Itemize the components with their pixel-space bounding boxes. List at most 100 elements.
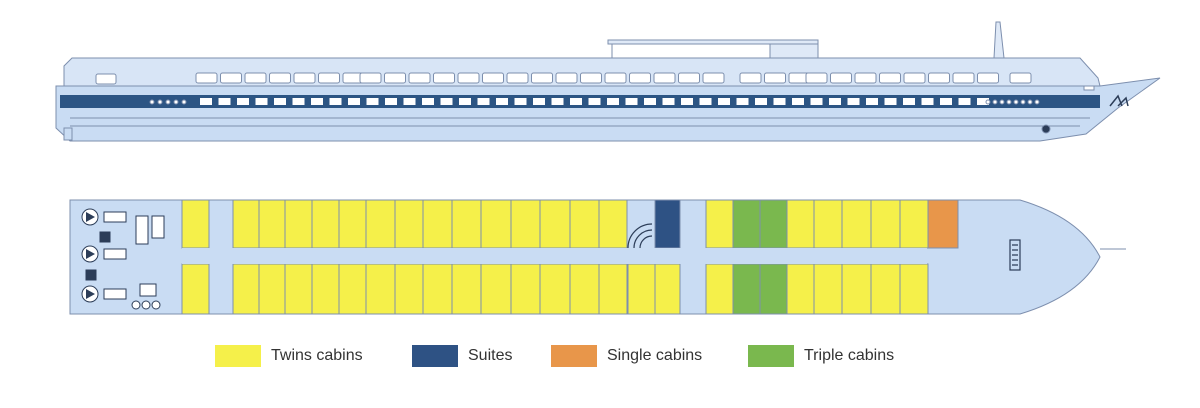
bow-logo-icon — [1109, 94, 1129, 107]
cabin-twins — [510, 263, 541, 315]
lower-window — [551, 98, 564, 105]
side-window — [359, 72, 382, 84]
cabin-twins — [569, 263, 600, 315]
legend-swatch-suites — [412, 345, 458, 367]
cabin-twins — [539, 199, 571, 249]
lower-window — [607, 98, 619, 105]
bow-staircase-icon — [1009, 239, 1021, 271]
legend-item-suites: Suites — [412, 343, 512, 369]
lower-window — [736, 98, 749, 105]
anchor-icon — [1041, 124, 1051, 134]
cabin-twins — [338, 199, 367, 249]
side-window — [457, 72, 480, 84]
stern-machinery — [81, 208, 165, 310]
engine-block — [99, 231, 111, 243]
cabin-twins — [232, 199, 260, 249]
lower-window — [459, 98, 471, 105]
side-window — [629, 72, 651, 84]
side-window — [977, 72, 999, 84]
side-window — [928, 72, 950, 84]
side-window — [854, 72, 877, 84]
cabin-triple — [759, 263, 788, 315]
lower-window — [644, 98, 656, 105]
porthole — [165, 99, 171, 105]
cabin-twins — [841, 199, 872, 249]
legend-swatch-single — [551, 345, 597, 367]
legend-item-single: Single cabins — [551, 343, 702, 369]
cabin-twins — [480, 263, 512, 315]
lower-window — [903, 98, 915, 105]
lower-window — [422, 98, 434, 105]
cabin-twins — [284, 199, 313, 249]
cabin-twins — [627, 263, 656, 315]
lower-window — [940, 98, 952, 105]
side-window — [531, 72, 553, 84]
side-window — [408, 72, 431, 84]
lower-window — [385, 98, 397, 105]
lower-window — [329, 98, 342, 105]
cabin-twins — [258, 263, 286, 315]
lower-window — [440, 98, 453, 105]
cabin-twins — [705, 199, 734, 249]
side-window — [879, 72, 901, 84]
legend-swatch-triple — [748, 345, 794, 367]
cabin-twins — [654, 263, 681, 315]
lower-window — [625, 98, 638, 105]
rudder — [63, 127, 73, 141]
lower-window — [773, 98, 786, 105]
cabin-twins — [311, 199, 340, 249]
cabin-triple — [759, 199, 788, 249]
lower-window — [366, 98, 379, 105]
side-window — [195, 72, 218, 84]
cabin-twins — [311, 263, 340, 315]
side-window — [433, 72, 455, 84]
cabin-twins — [841, 263, 872, 315]
service-room — [151, 215, 165, 239]
porthole — [1034, 99, 1040, 105]
lower-window — [718, 98, 730, 105]
central-corridor — [182, 248, 927, 264]
lower-window — [681, 98, 693, 105]
cabin-twins — [813, 199, 843, 249]
lower-window — [866, 98, 878, 105]
legend: Twins cabins Suites Single cabins Triple… — [0, 343, 1200, 369]
cabin-twins — [899, 263, 929, 315]
porthole — [157, 99, 163, 105]
side-window — [482, 72, 504, 84]
cabin-twins — [598, 263, 628, 315]
legend-label-triple: Triple cabins — [804, 347, 895, 364]
legend-label-suites: Suites — [468, 347, 513, 364]
stairwell — [135, 215, 149, 245]
cabin-twins — [480, 199, 512, 249]
lower-window — [274, 98, 286, 105]
lower-window — [755, 98, 767, 105]
lower-window — [847, 98, 860, 105]
lower-window — [477, 98, 490, 105]
mast — [993, 21, 1005, 59]
wheelhouse — [769, 43, 819, 59]
lower-window — [958, 98, 971, 105]
lower-window — [255, 98, 268, 105]
side-window — [318, 72, 340, 84]
cabin-twins — [422, 263, 453, 315]
porthole — [1013, 99, 1019, 105]
cabin-twins — [365, 199, 396, 249]
ship-hull — [55, 77, 1161, 142]
cabin-twins — [181, 263, 210, 315]
cabin-twins — [899, 199, 929, 249]
cabin-twins — [870, 199, 901, 249]
cabin-twins — [569, 199, 600, 249]
ship-side-elevation — [55, 21, 1161, 142]
cabin-twins — [813, 263, 843, 315]
side-window — [604, 72, 627, 84]
side-window — [739, 72, 762, 84]
porthole — [1020, 99, 1026, 105]
lower-window — [662, 98, 675, 105]
lower-window — [403, 98, 416, 105]
cabin-triple — [732, 263, 761, 315]
lower-window — [218, 98, 231, 105]
cabin-twins — [705, 263, 734, 315]
lower-window — [977, 98, 989, 105]
cabin-twins — [539, 263, 571, 315]
